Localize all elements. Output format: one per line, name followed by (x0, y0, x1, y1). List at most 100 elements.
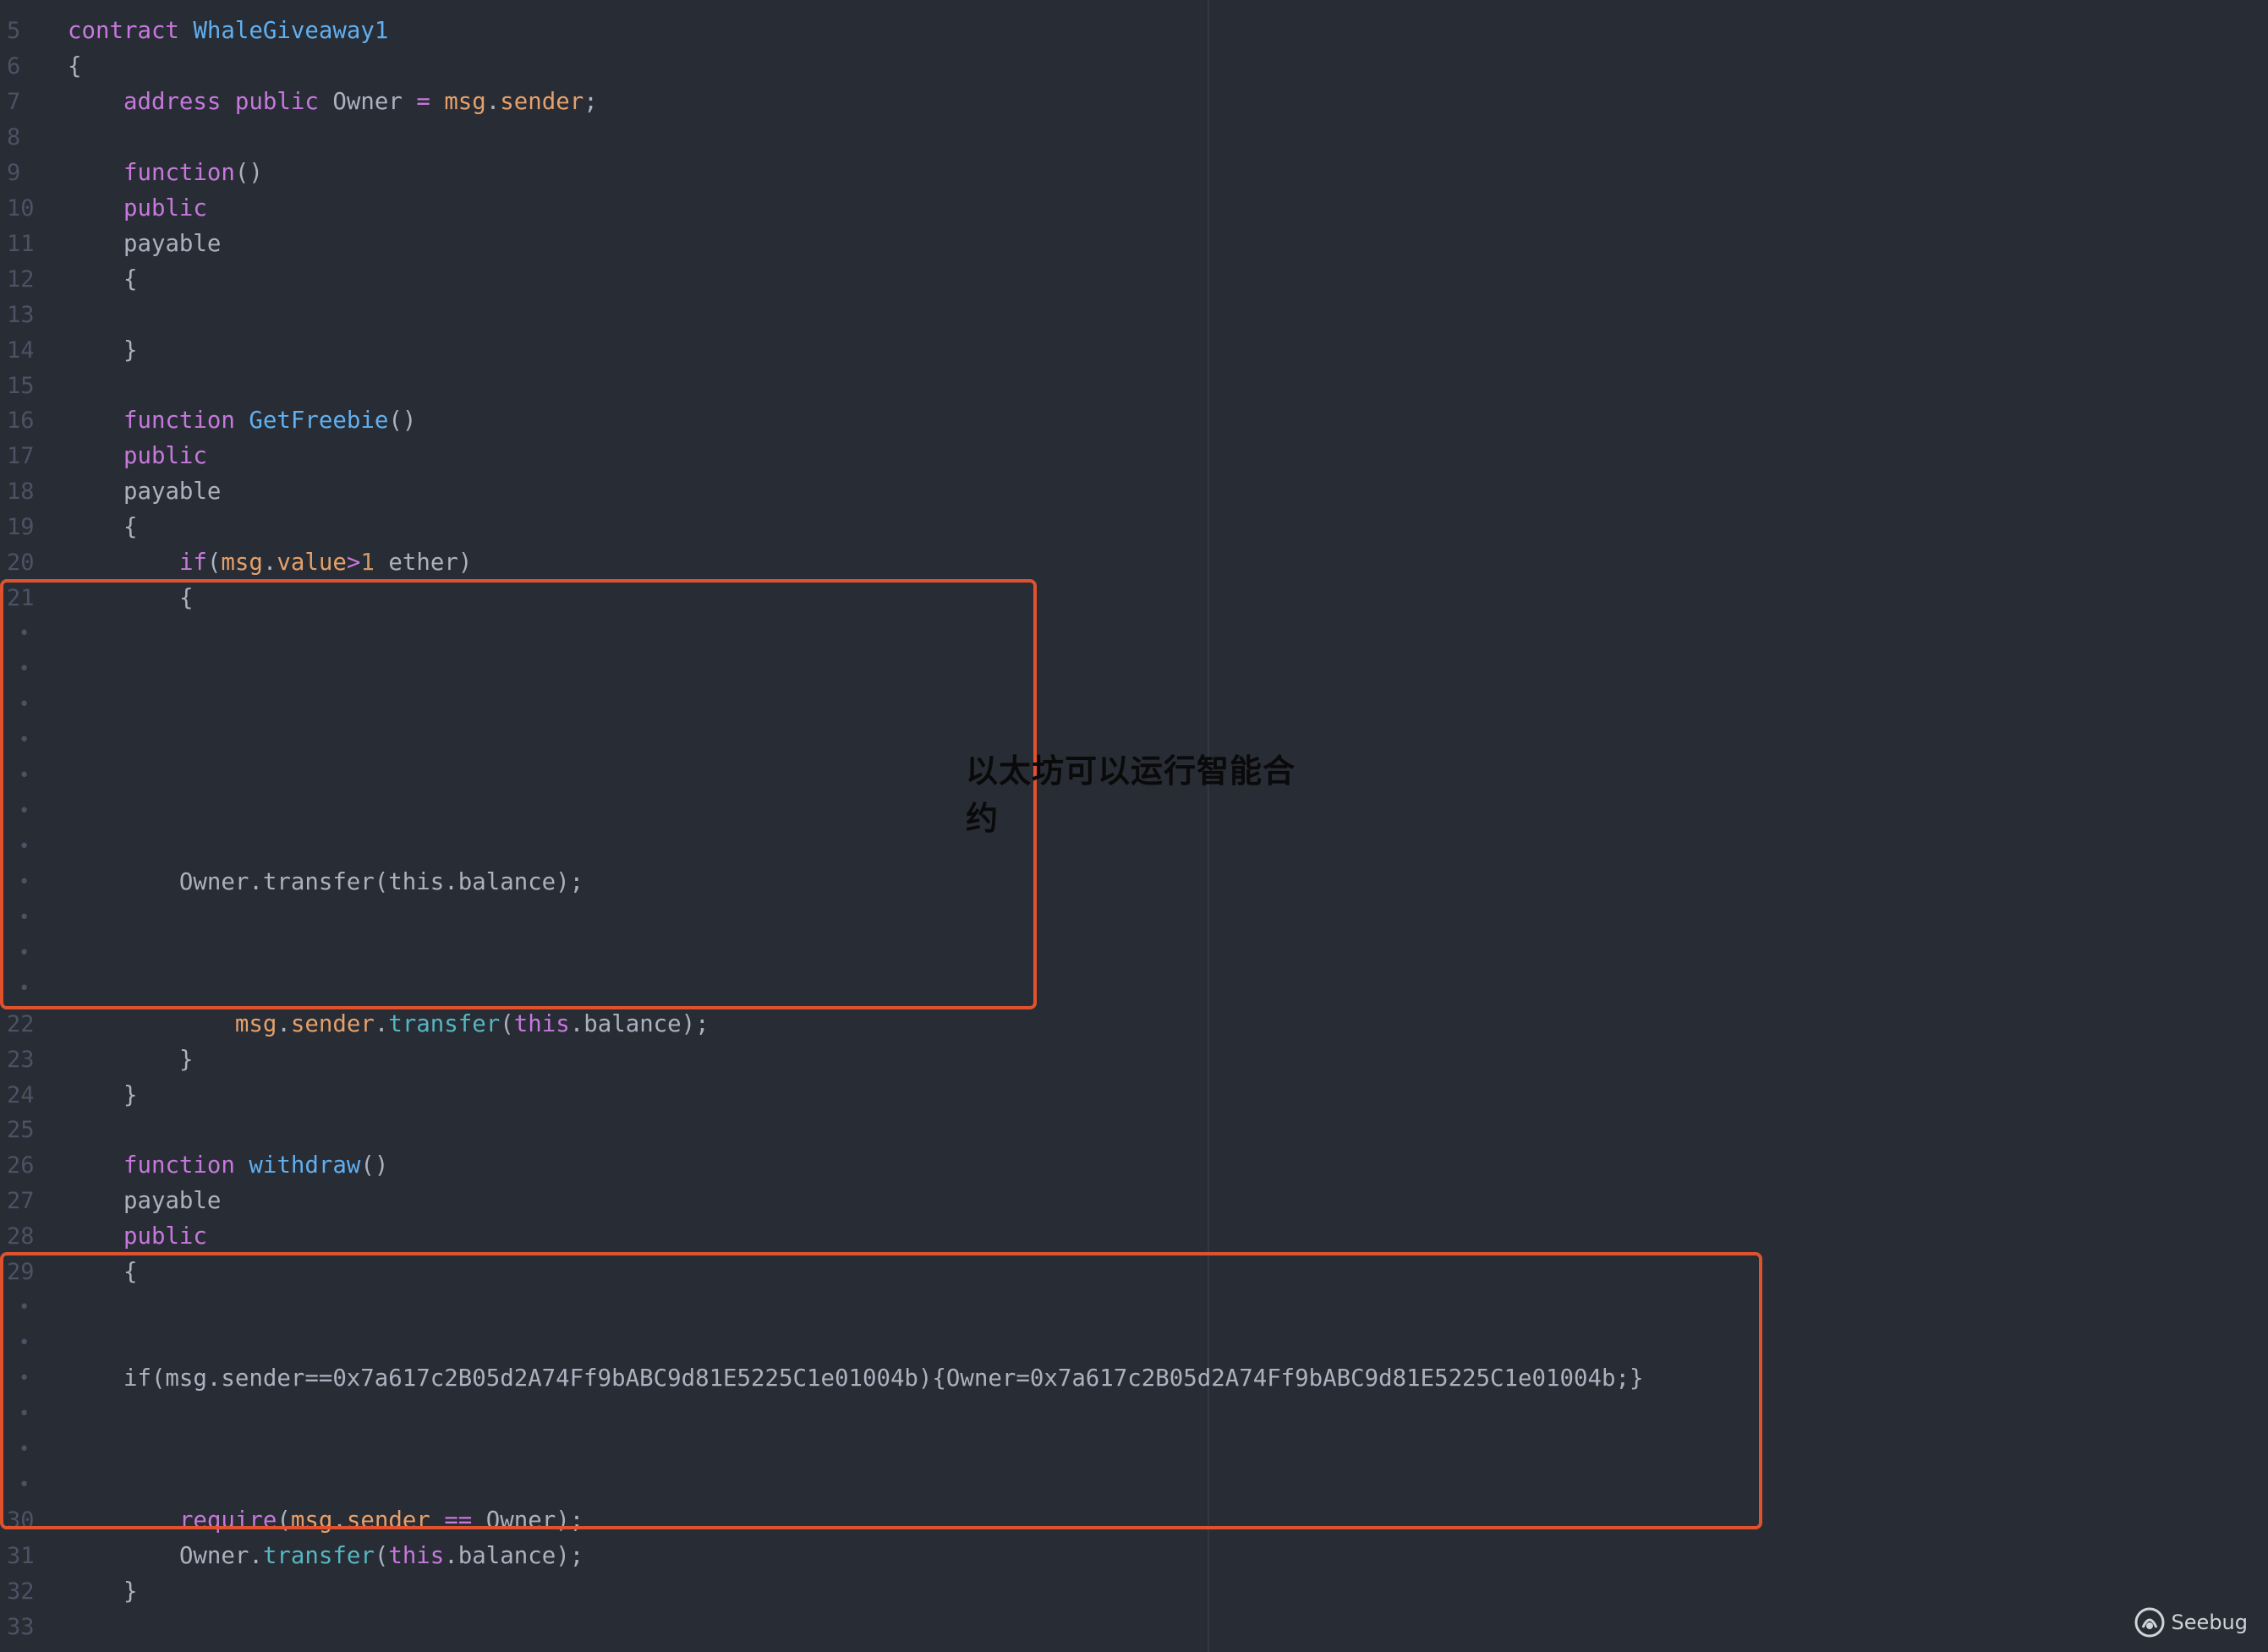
code-token: balance (457, 1542, 556, 1569)
code-token: . (569, 1010, 584, 1037)
highlight-box-withdraw (0, 1252, 1762, 1529)
code-token: ( (388, 408, 403, 435)
code-token (68, 266, 123, 293)
code-line: Owner.transfer(this.balance); (68, 868, 584, 895)
code-token (179, 18, 194, 44)
line-number: 22 (7, 1010, 35, 1037)
code-token (430, 89, 445, 115)
code-line: { (68, 262, 138, 298)
line-number: • (19, 1474, 30, 1496)
code-token: ; (695, 1010, 709, 1037)
line-number: • (19, 694, 30, 716)
line-number: • (19, 800, 30, 822)
code-line: } (68, 1042, 194, 1078)
code-token (235, 408, 249, 434)
code-token (319, 89, 333, 115)
code-token: } (123, 1578, 138, 1605)
code-token: function (123, 408, 235, 435)
code-token (68, 514, 123, 540)
code-token: ) (402, 408, 417, 435)
code-token: ) (249, 159, 263, 186)
code-token: payable (123, 1188, 222, 1215)
code-token: > (346, 550, 361, 577)
code-line: } (68, 333, 138, 369)
code-line: function() (68, 156, 263, 191)
code-token: contract (68, 18, 179, 44)
code-token: value (277, 550, 347, 577)
code-token: public (123, 194, 207, 222)
code-line: } (68, 1078, 138, 1113)
line-number: 14 (7, 336, 35, 364)
line-number: • (19, 623, 30, 645)
line-number: • (19, 1368, 30, 1390)
line-number: 21 (7, 585, 35, 612)
code-token: this (513, 1010, 570, 1037)
line-number: 13 (7, 301, 35, 328)
seebug-watermark-text: Seebug (2171, 1611, 2248, 1634)
line-number: • (19, 659, 30, 681)
code-token (68, 231, 123, 257)
code-token (68, 1188, 123, 1214)
code-token: . (249, 1542, 263, 1569)
code-line: { (68, 49, 82, 85)
code-line: address public Owner = msg.sender; (68, 85, 598, 120)
code-line: payable (68, 1184, 221, 1219)
code-token (68, 160, 123, 186)
code-token (68, 1152, 123, 1179)
code-token: { (123, 1259, 138, 1286)
line-number: 25 (7, 1117, 35, 1144)
line-number: 9 (7, 159, 21, 186)
line-number: 5 (7, 18, 21, 44)
line-number: 19 (7, 514, 35, 541)
code-token (68, 408, 123, 434)
code-token: public (123, 1223, 207, 1250)
code-token: sender (290, 1010, 375, 1037)
line-number: 11 (7, 230, 35, 257)
line-number: 17 (7, 443, 35, 470)
line-number: 16 (7, 408, 35, 435)
line-number: • (19, 730, 30, 751)
code-token: ( (360, 1152, 375, 1179)
code-token: WhaleGiveaway1 (193, 18, 389, 44)
code-token (68, 89, 123, 115)
code-token: this (388, 1542, 445, 1569)
code-token: 1 (360, 550, 375, 577)
code-line: function withdraw() (68, 1148, 388, 1184)
line-number: 24 (7, 1081, 35, 1108)
code-token: ; (569, 1542, 584, 1569)
code-token: payable (123, 479, 222, 506)
line-number: 31 (7, 1542, 35, 1569)
code-token: if (178, 550, 207, 577)
line-number: 23 (7, 1046, 35, 1073)
line-number: 28 (7, 1223, 35, 1250)
code-line: if(msg.value>1 ether) (68, 545, 472, 581)
code-token: transfer (262, 1542, 375, 1569)
code-token (68, 1578, 123, 1605)
line-number: • (19, 977, 30, 999)
code-token (68, 479, 123, 505)
code-token: . (277, 1010, 291, 1037)
code-line: } (68, 1574, 138, 1610)
code-line: contract WhaleGiveaway1 (68, 14, 388, 49)
code-token: msg (234, 1010, 277, 1037)
code-token (403, 89, 417, 115)
code-line: if(msg.sender==0x7a617c2B05d2A74Ff9bABC9… (68, 1365, 1644, 1392)
code-line: function GetFreebie() (68, 403, 416, 439)
code-token: public (123, 443, 207, 470)
code-token (375, 550, 389, 576)
line-number: 29 (7, 1259, 35, 1286)
code-line: { (68, 510, 138, 545)
code-line: public (68, 439, 207, 474)
code-token: Owner (178, 1542, 249, 1569)
code-line: Owner.transfer(this.balance); (68, 1539, 583, 1574)
code-token: function (123, 1152, 235, 1179)
code-line: msg.sender.transfer(this.balance); (68, 1007, 709, 1042)
code-line: { (68, 581, 194, 616)
code-line: payable (68, 227, 221, 262)
code-token (68, 1082, 123, 1108)
code-token: { (123, 514, 138, 541)
line-number: • (19, 1297, 30, 1319)
code-token: ( (374, 1542, 389, 1569)
code-token: . (485, 88, 501, 115)
